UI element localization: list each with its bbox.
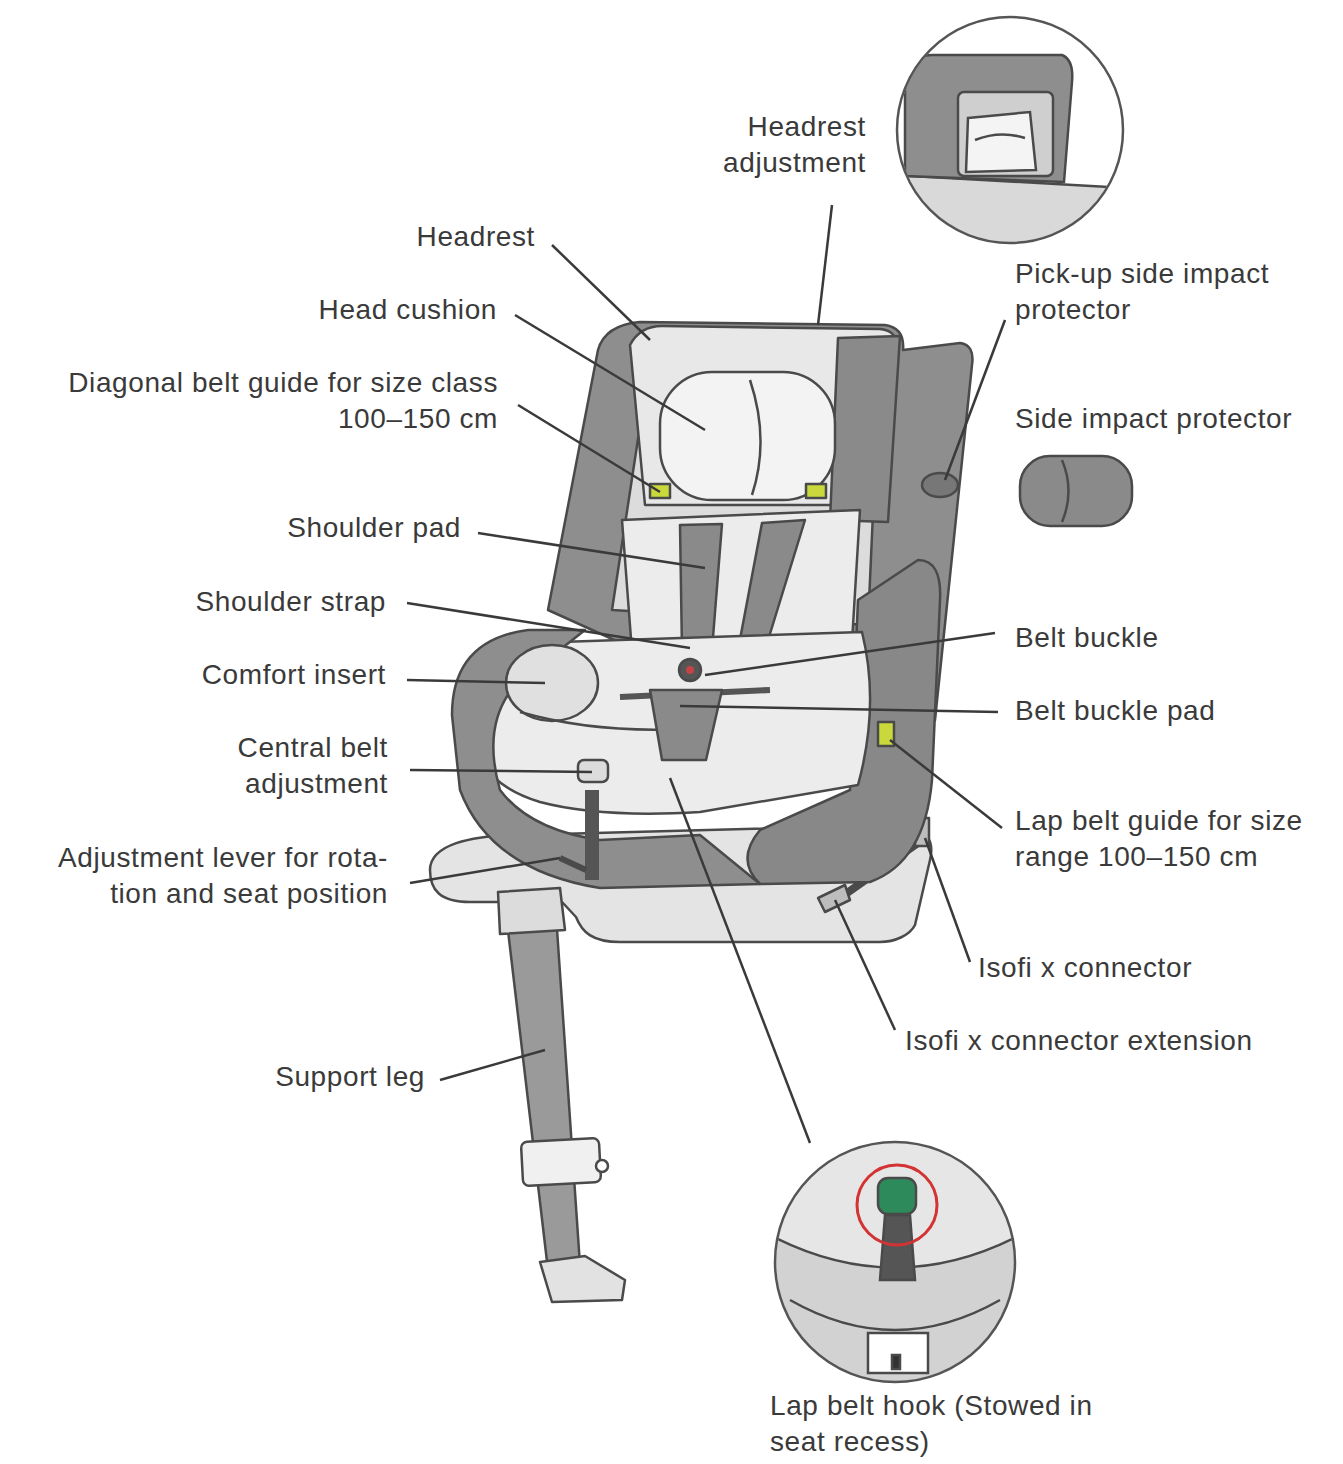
isofix-extension-shape	[818, 885, 850, 912]
buckle-shape	[679, 659, 701, 681]
part-label: Support leg	[125, 1059, 425, 1095]
leader-line	[410, 858, 560, 883]
leader-line	[890, 740, 1002, 828]
leg-foot	[540, 1256, 625, 1302]
inset-headrest	[905, 55, 1072, 182]
leader-line	[552, 245, 650, 340]
leader-line	[440, 1050, 545, 1080]
leader-line	[835, 900, 895, 1030]
leader-line	[407, 603, 690, 648]
inset-hook	[878, 1178, 916, 1214]
buckle-pad-shape	[650, 690, 722, 760]
support-leg-shape	[505, 900, 580, 1270]
leader-line	[925, 838, 970, 962]
inset-bg	[770, 1140, 1020, 1390]
part-label: Headrest adjustment	[680, 109, 866, 181]
part-label: Central belt adjustment	[188, 730, 388, 802]
cushion-seam	[750, 380, 761, 495]
central-strap	[585, 790, 599, 880]
part-label: Comfort insert	[86, 657, 386, 693]
leader-line	[518, 405, 660, 492]
leader-line	[705, 633, 995, 675]
leader-line	[945, 320, 1005, 480]
inset-recess-mark	[892, 1355, 900, 1369]
part-label: Shoulder strap	[86, 584, 386, 620]
inset-circle	[897, 17, 1123, 243]
protector-seam	[1062, 460, 1069, 522]
lap-belt-hook-inset	[770, 1140, 1020, 1390]
inset-circle	[775, 1142, 1015, 1382]
leader-line	[680, 706, 998, 712]
leader-line	[478, 533, 705, 568]
pick-up-protector-shape	[922, 473, 958, 497]
part-label: Headrest	[335, 219, 535, 255]
shoulder-pad-left	[680, 524, 722, 652]
leader-line	[670, 778, 810, 1143]
leader-line	[407, 680, 545, 683]
inset-bg	[890, 10, 1130, 250]
headrest-wing	[830, 336, 900, 522]
back-cushion	[622, 510, 860, 652]
part-label: Pick-up side impact protector	[1015, 256, 1315, 328]
inset-strap	[880, 1215, 915, 1280]
highlight-ring	[857, 1165, 937, 1245]
leg-housing	[498, 888, 565, 934]
inset-shell	[895, 175, 1125, 250]
head-cushion-shape	[660, 372, 835, 500]
part-label: Diagonal belt guide for size class 100–1…	[28, 365, 498, 437]
part-label: Side impact protector	[1015, 401, 1335, 437]
leader-line	[818, 205, 832, 325]
headrest-detail-inset	[890, 10, 1130, 250]
inset-window	[958, 92, 1053, 176]
inset-grip	[975, 134, 1025, 140]
shoulder-pad-right	[738, 520, 805, 650]
part-label: Belt buckle	[1015, 620, 1315, 656]
part-label: Head cushion	[197, 292, 497, 328]
inset-recess	[868, 1333, 928, 1373]
side-wing-left	[452, 630, 760, 888]
leader-lines	[407, 205, 1005, 1143]
adjustment-lever-shape	[560, 858, 586, 870]
part-label: Belt buckle pad	[1015, 693, 1315, 729]
leader-line	[515, 315, 705, 430]
leg-band	[521, 1138, 601, 1186]
leg-button	[596, 1160, 608, 1172]
part-label: Isofi x connector	[978, 950, 1318, 986]
protector-body	[1020, 456, 1132, 526]
part-label: Adjustment lever for rota- tion and seat…	[28, 840, 388, 912]
inset-edge	[790, 1300, 1000, 1330]
belt-guide-mark	[806, 484, 826, 498]
inset-handle	[966, 112, 1036, 172]
buckle-button	[686, 666, 694, 674]
part-label: Shoulder pad	[161, 510, 461, 546]
side-impact-protector-icon	[1020, 456, 1132, 526]
part-label: Lap belt guide for size range 100–150 cm	[1015, 803, 1335, 875]
leader-line	[410, 770, 592, 772]
part-label: Lap belt hook (Stowed in seat recess)	[770, 1388, 1110, 1460]
part-label: Isofi x connector extension	[905, 1023, 1325, 1059]
